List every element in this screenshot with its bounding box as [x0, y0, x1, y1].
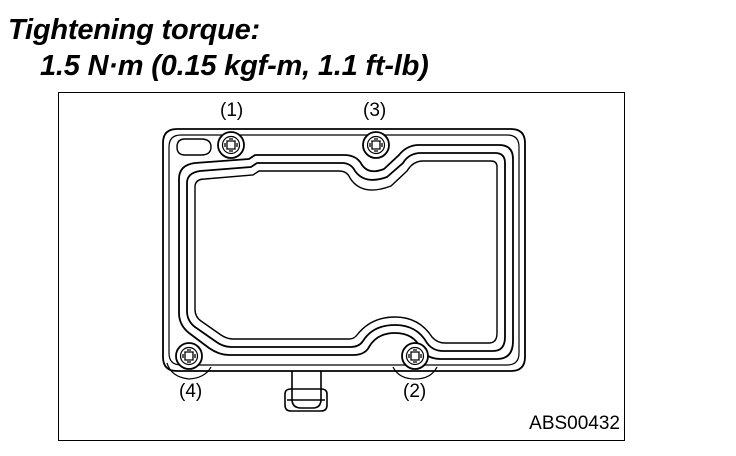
bolt-1-icon	[217, 131, 245, 159]
cover-flange-edge	[168, 134, 520, 366]
bolt-4-icon	[166, 342, 212, 380]
bolt-3-icon	[362, 131, 390, 159]
callout-2: (2)	[403, 381, 427, 402]
outlet-pipe	[284, 369, 328, 412]
mounting-slot	[176, 138, 212, 156]
cover-drawing	[162, 128, 526, 412]
torque-value: 1.5 N·m (0.15 kgf-m, 1.1 ft-lb)	[40, 50, 429, 82]
figure-code: ABS00432	[529, 413, 620, 434]
gasket-groove-inner	[186, 152, 506, 352]
cover-outer-edge	[162, 128, 526, 372]
callout-1: (1)	[220, 100, 244, 121]
callout-3: (3)	[363, 100, 387, 121]
bolt-2-icon	[392, 342, 438, 380]
torque-label: Tightening torque:	[8, 14, 260, 46]
cover-diagram: (1) (3) (4) (2) ABS00432	[58, 92, 625, 441]
callout-4: (4)	[179, 381, 203, 402]
cover-opening	[194, 160, 498, 344]
